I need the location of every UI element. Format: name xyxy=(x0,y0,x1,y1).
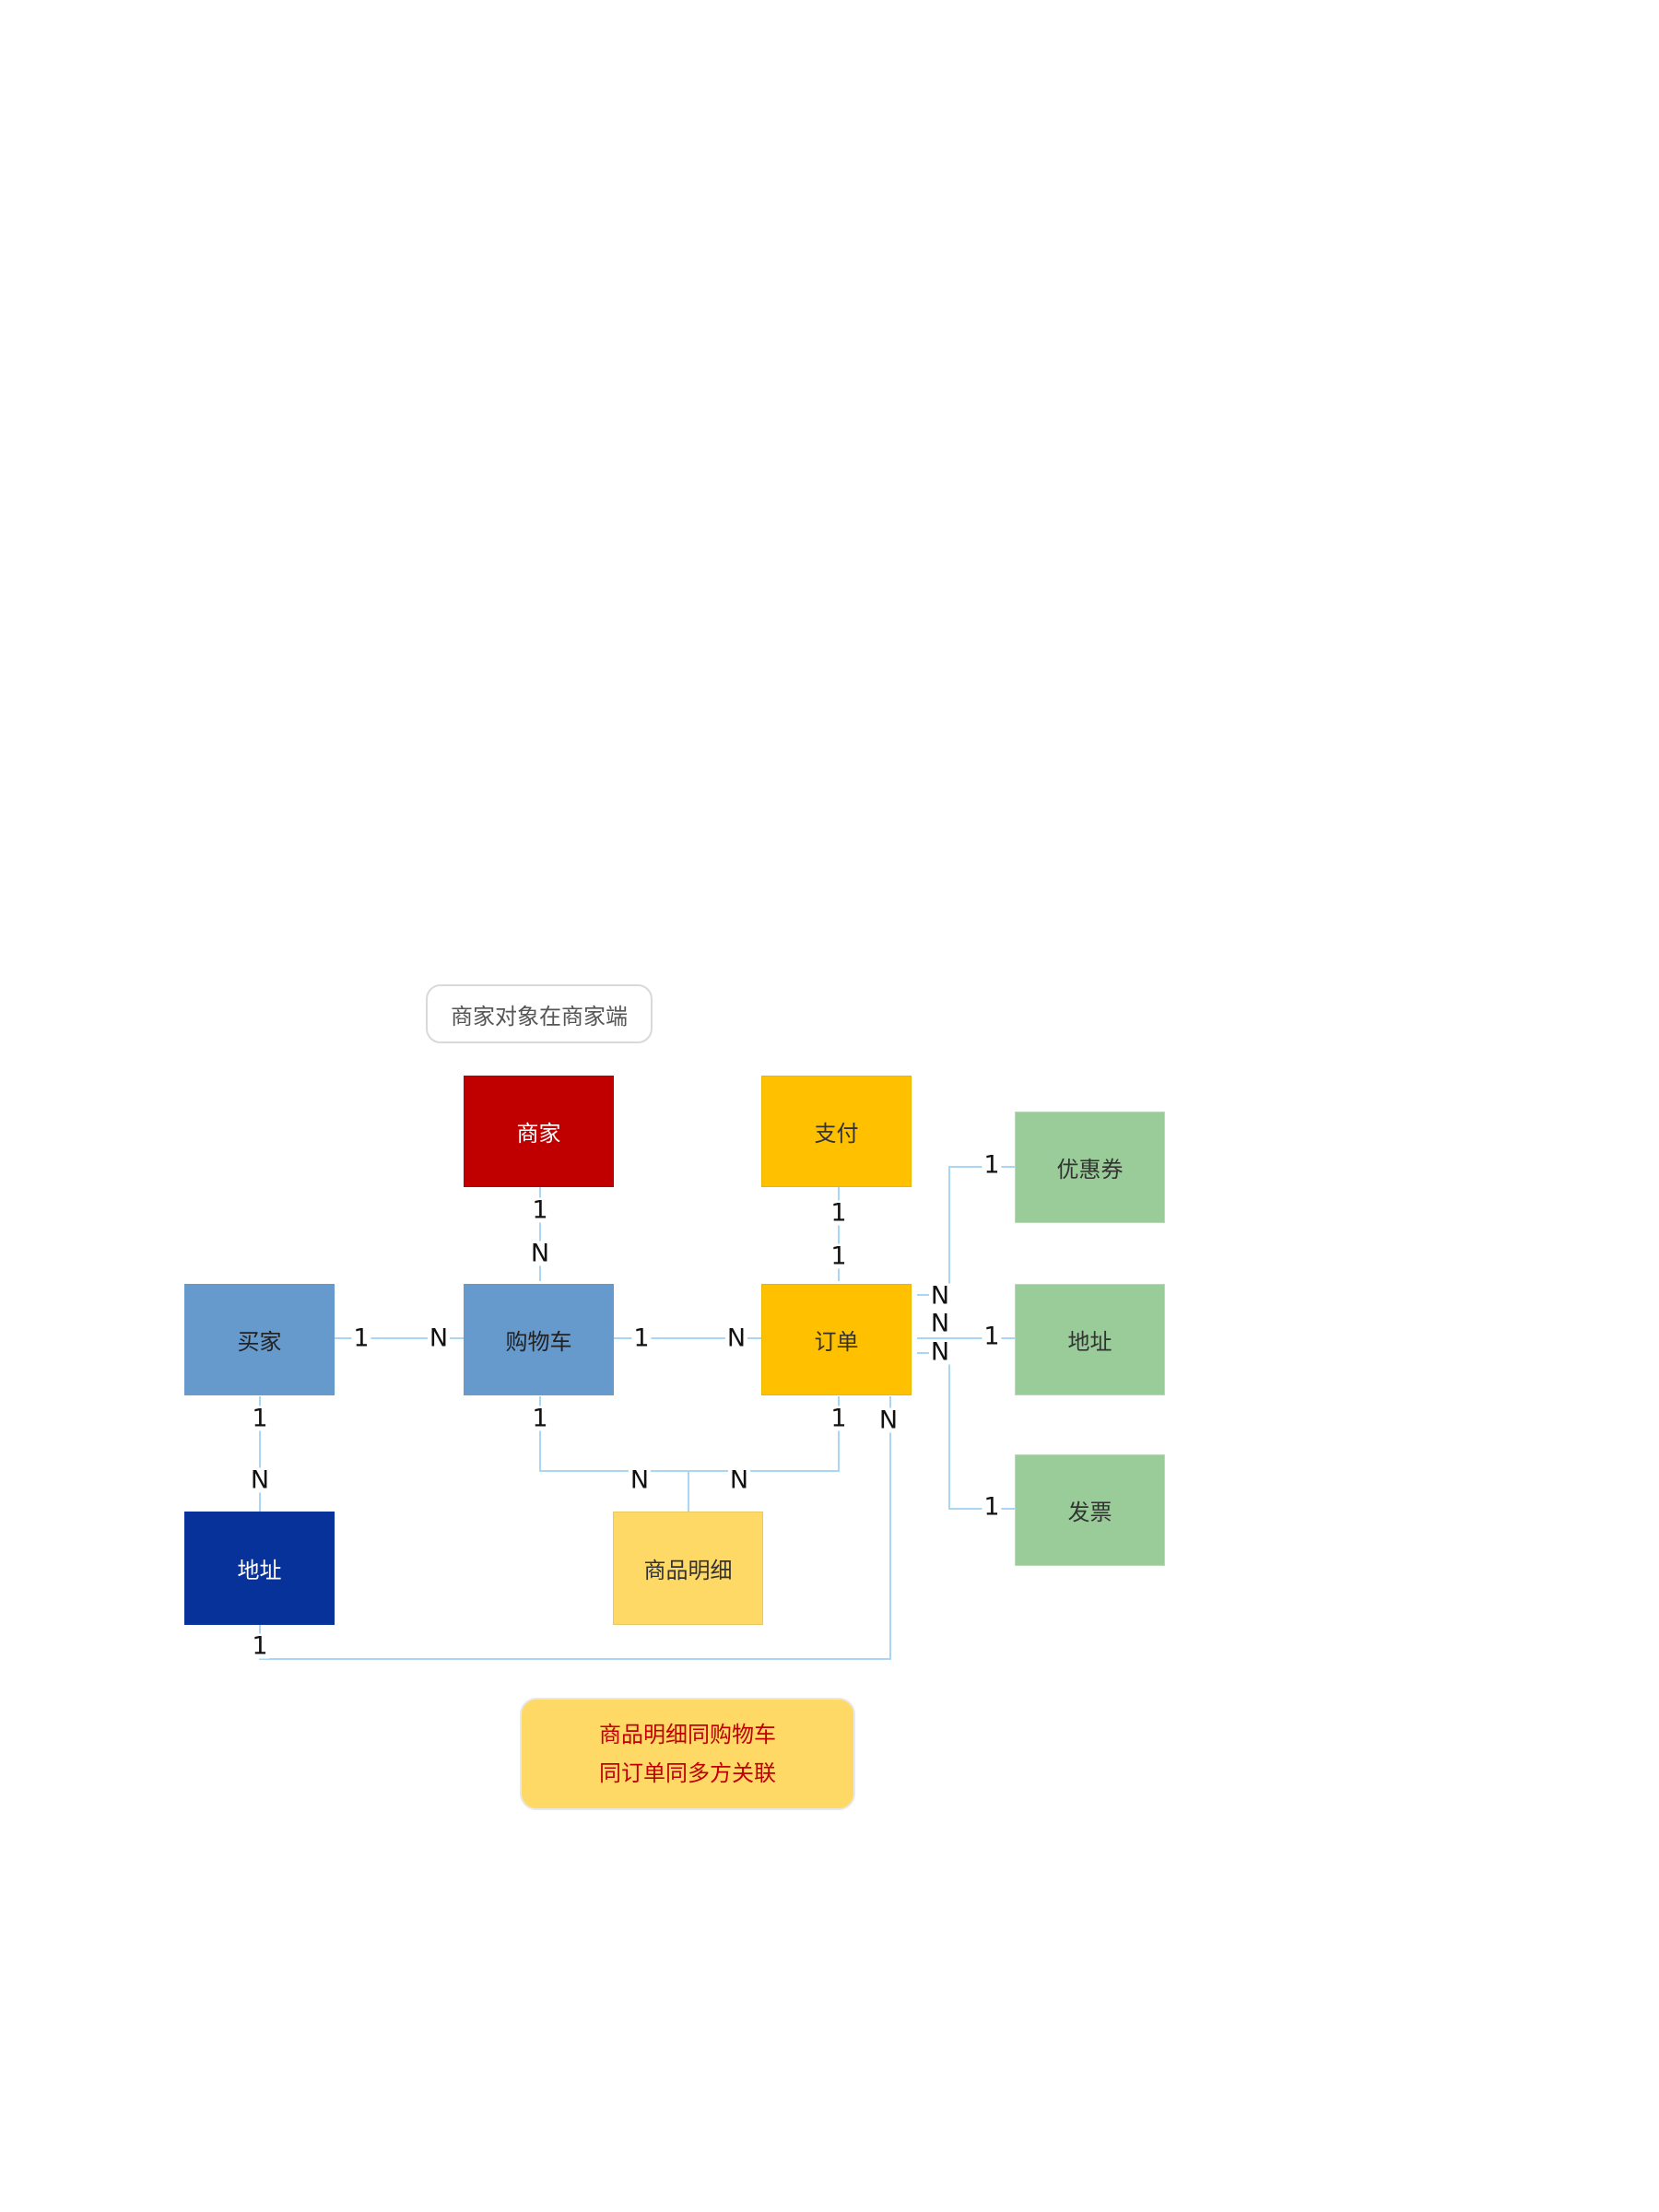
card-order-buyeraddress-n: N xyxy=(877,1406,900,1435)
entity-order[interactable]: 订单 xyxy=(761,1284,912,1395)
edge-order-invoice xyxy=(917,1352,1015,1510)
card-cart-order-1: 1 xyxy=(631,1324,652,1353)
entity-buyer-address-label: 地址 xyxy=(237,1558,282,1583)
card-coupon-1: 1 xyxy=(982,1150,1002,1180)
entity-invoice-label: 发票 xyxy=(1067,1500,1112,1525)
card-merchant-cart-n: N xyxy=(528,1239,552,1268)
merchant-note: 商家对象在商家端 xyxy=(426,984,653,1043)
entity-merchant[interactable]: 商家 xyxy=(464,1076,614,1187)
card-buyer-address-1: 1 xyxy=(250,1404,270,1433)
edge-order-buyeraddress xyxy=(259,1396,891,1660)
entity-coupon-label: 优惠券 xyxy=(1056,1157,1124,1182)
entity-cart[interactable]: 购物车 xyxy=(464,1284,614,1395)
card-order-coupon-n: N xyxy=(928,1281,952,1311)
card-buyer-cart-n: N xyxy=(427,1324,451,1353)
card-payment-order-1a: 1 xyxy=(829,1198,849,1228)
card-order-invoice-n: N xyxy=(928,1337,952,1367)
edge-cart-detail xyxy=(539,1396,688,1472)
entity-coupon[interactable]: 优惠券 xyxy=(1015,1112,1165,1223)
card-order-address-n: N xyxy=(928,1309,952,1338)
relation-note: 商品明细同购物车 同订单同多方关联 xyxy=(520,1698,855,1810)
card-order-address-1: 1 xyxy=(982,1322,1002,1351)
card-cart-order-n: N xyxy=(724,1324,748,1353)
entity-order-address-label: 地址 xyxy=(1067,1329,1112,1355)
entity-order-address[interactable]: 地址 xyxy=(1015,1284,1165,1395)
edge-order-detail xyxy=(688,1396,840,1512)
card-payment-order-1b: 1 xyxy=(829,1241,849,1271)
entity-cart-label: 购物车 xyxy=(505,1329,572,1355)
card-order-detail-1: 1 xyxy=(829,1404,849,1433)
card-buyer-cart-1: 1 xyxy=(351,1324,371,1353)
entity-invoice[interactable]: 发票 xyxy=(1015,1454,1165,1566)
card-cart-detail-n: N xyxy=(628,1465,652,1495)
card-merchant-cart-1: 1 xyxy=(530,1195,550,1225)
relation-note-line-1: 商品明细同购物车 xyxy=(599,1722,776,1747)
entity-buyer[interactable]: 买家 xyxy=(184,1284,335,1395)
entity-buyer-label: 买家 xyxy=(237,1329,282,1355)
card-cart-detail-1: 1 xyxy=(530,1404,550,1433)
entity-item-detail-label: 商品明细 xyxy=(643,1558,733,1583)
relation-note-line-2: 同订单同多方关联 xyxy=(599,1760,776,1786)
card-invoice-1: 1 xyxy=(982,1492,1002,1522)
entity-buyer-address[interactable]: 地址 xyxy=(184,1512,335,1625)
card-buyeraddress-order-1: 1 xyxy=(250,1631,270,1661)
entity-merchant-label: 商家 xyxy=(516,1121,561,1147)
card-buyer-address-n: N xyxy=(248,1465,272,1495)
entity-item-detail[interactable]: 商品明细 xyxy=(613,1512,763,1625)
entity-payment-label: 支付 xyxy=(814,1121,859,1147)
entity-payment[interactable]: 支付 xyxy=(761,1076,912,1187)
card-order-detail-n: N xyxy=(727,1465,751,1495)
edge-order-coupon xyxy=(917,1166,1015,1296)
entity-order-label: 订单 xyxy=(814,1329,859,1355)
merchant-note-text: 商家对象在商家端 xyxy=(451,1003,628,1030)
